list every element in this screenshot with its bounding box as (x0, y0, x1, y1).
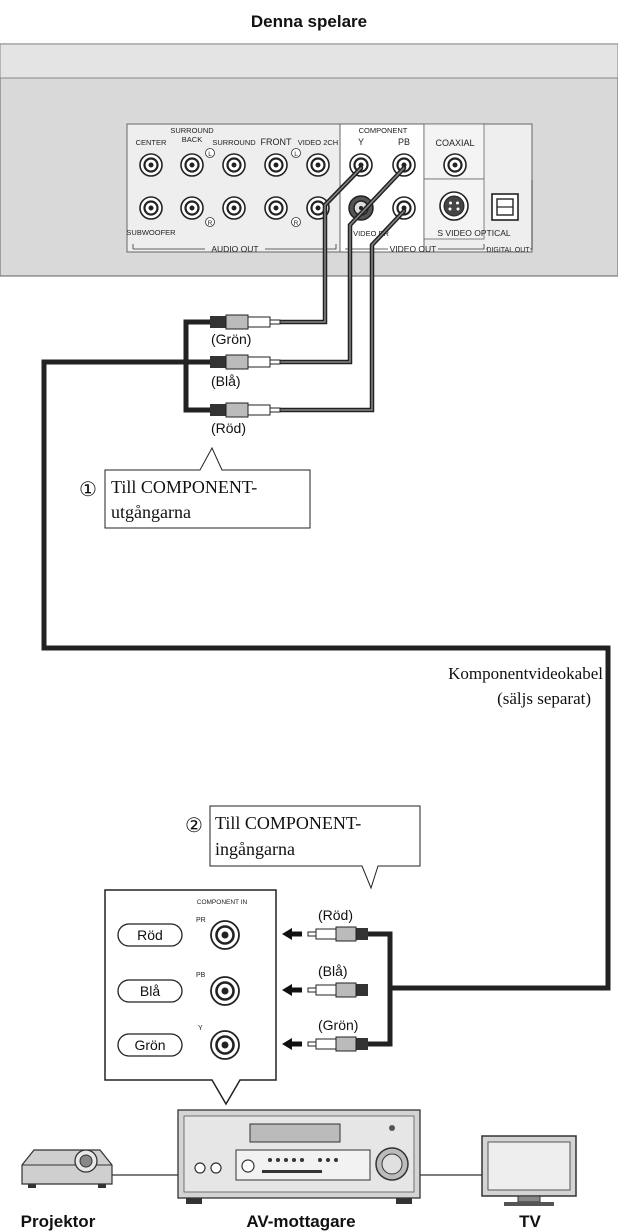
component-cable-out (277, 165, 407, 413)
av-receiver-icon (177, 1109, 421, 1204)
jack-label-pr: PR (196, 917, 206, 924)
callout-2-line2: ingångarna (215, 839, 295, 859)
plug-bundle-top (183, 319, 210, 413)
top-plugs (210, 314, 281, 418)
label-component: COMPONENT (359, 126, 408, 135)
label-surround-back-2: BACK (182, 135, 202, 144)
player-title: Denna spelare (251, 12, 367, 31)
label-digital-out: DIGITAL OUT (486, 247, 530, 254)
panel-brackets (132, 180, 533, 250)
label-y: Y (358, 137, 364, 147)
label-surround: SURROUND (212, 138, 256, 147)
callout-1-number: ① (79, 479, 97, 501)
plug-label-bottom-green: (Grön) (318, 1017, 358, 1033)
label-pb: PB (398, 137, 410, 147)
label-s-video-optical: S VIDEO OPTICAL (437, 228, 510, 238)
callout-1 (104, 446, 311, 529)
marker-r-2: R (294, 220, 299, 227)
color-pills (117, 923, 183, 1057)
pill-label-red: Röd (137, 927, 163, 943)
jack-label-y: Y (198, 1025, 203, 1032)
label-video-pr: VIDEO PR (353, 229, 389, 238)
callout-2-number: ② (185, 815, 203, 837)
tv-icon (481, 1135, 577, 1206)
callout-2 (209, 805, 421, 890)
callout-1-line1: Till COMPONENT- (111, 477, 257, 497)
callout-2-line1: Till COMPONENT- (215, 813, 361, 833)
label-front: FRONT (261, 137, 292, 147)
component-in-jacks (210, 920, 240, 1060)
plug-label-top-green: (Grön) (211, 331, 251, 347)
component-out-jacks (349, 153, 416, 220)
pill-label-green: Grön (134, 1037, 165, 1053)
bottom-plugs (307, 926, 368, 1052)
label-coaxial: COAXIAL (435, 138, 474, 148)
device-label-tv: TV (519, 1212, 541, 1231)
s-video-jack (439, 191, 469, 221)
label-video-out: VIDEO OUT (390, 244, 437, 254)
label-subwoofer: SUBWOOFER (126, 228, 176, 237)
callout-1-line2: utgångarna (111, 502, 191, 522)
label-video-2ch: VIDEO 2CH (298, 138, 338, 147)
jack-label-pb: PB (196, 972, 206, 979)
label-audio-out: AUDIO OUT (211, 244, 258, 254)
plug-label-top-red: (Röd) (211, 420, 246, 436)
plug-label-top-blue: (Blå) (211, 373, 241, 389)
insert-arrows (282, 928, 302, 1050)
coaxial-jack (443, 153, 467, 177)
device-label-projector: Projektor (21, 1212, 96, 1231)
marker-r-1: R (208, 220, 213, 227)
cable-label-line2: (säljs separat) (497, 689, 591, 708)
component-in-title: COMPONENT IN (197, 899, 248, 906)
projector-icon (21, 1149, 113, 1188)
plug-label-bottom-red: (Röd) (318, 907, 353, 923)
device-label-receiver: AV-mottagare (246, 1212, 355, 1231)
pill-label-blue: Blå (140, 983, 160, 999)
optical-jack (491, 193, 519, 221)
marker-l-2: L (294, 151, 298, 158)
label-surround-back-1: SURROUND (170, 126, 214, 135)
plug-bundle-bottom (368, 931, 393, 1047)
channel-markers: L L R R (205, 148, 301, 227)
label-center: CENTER (136, 138, 167, 147)
plug-label-bottom-blue: (Blå) (318, 963, 348, 979)
cable-label-line1: Komponentvideokabel (448, 664, 603, 683)
main-cable (41, 359, 611, 991)
marker-l-1: L (208, 151, 212, 158)
